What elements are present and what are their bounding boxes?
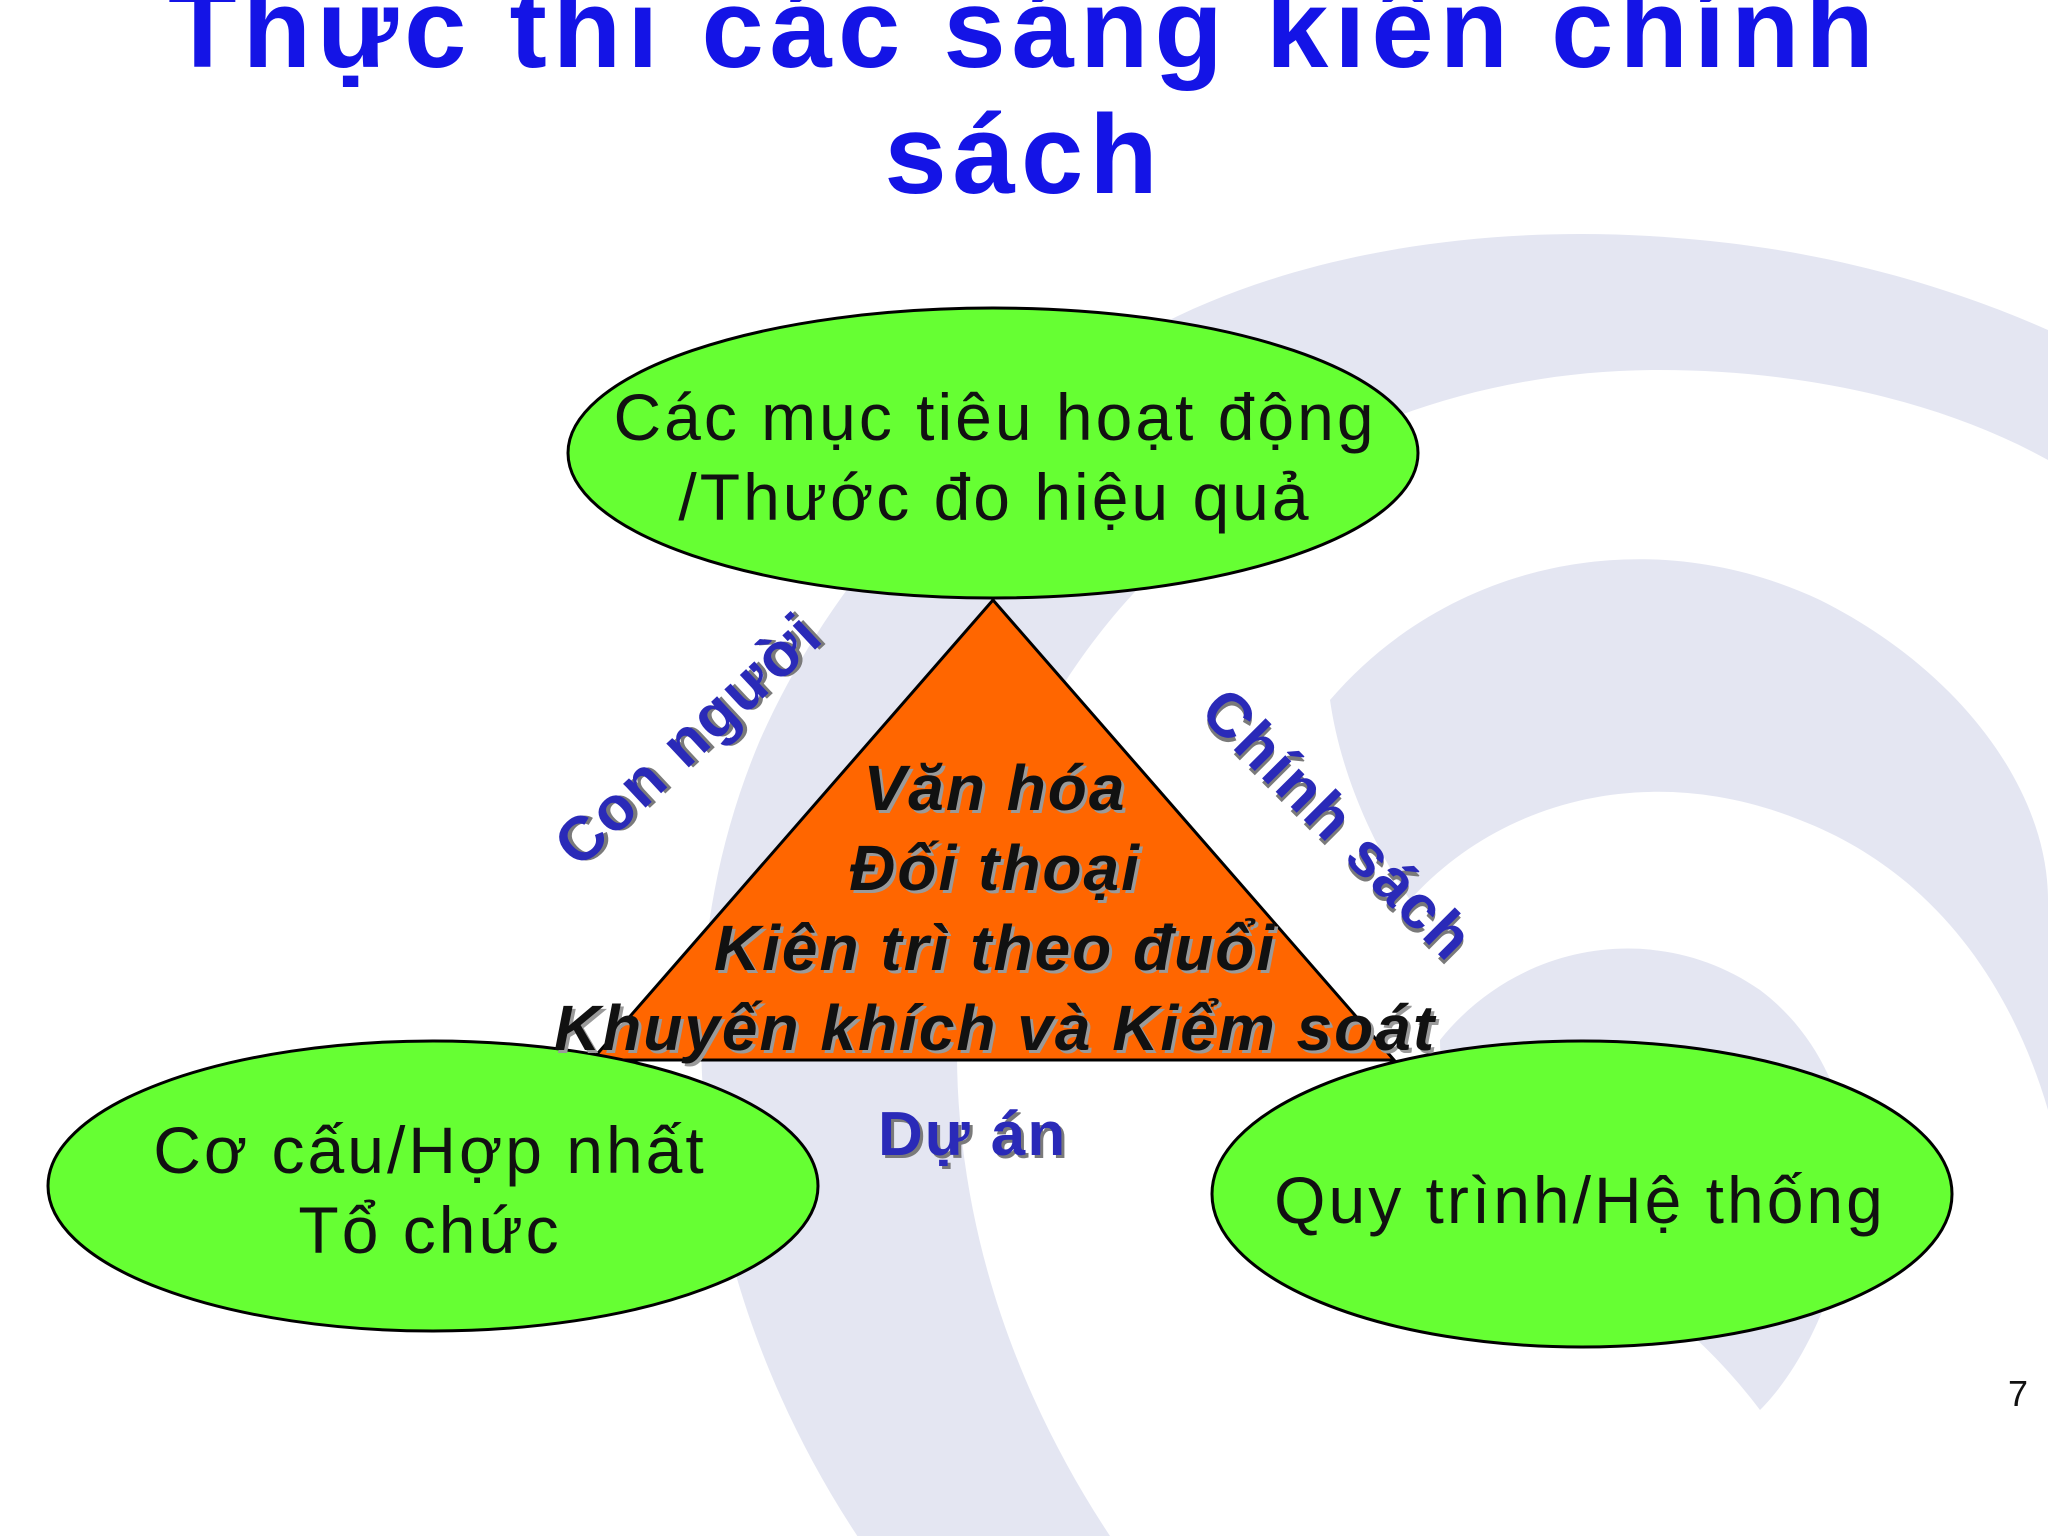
slide-title-line-1: Thực thi các sáng kiến chính (168, 0, 1880, 91)
node-right-line-1: Quy trình/Hệ thống (1274, 1163, 1886, 1237)
slide-title: Thực thi các sáng kiến chính sách (0, 0, 2048, 218)
core-line-3: Kiên trì theo đuổi (713, 912, 1277, 984)
node-top-line-2: /Thước đo hiệu quả (678, 460, 1312, 534)
node-top-shape (566, 306, 1420, 600)
core-line-4: Khuyến khích và Kiểm soát (553, 992, 1437, 1064)
node-left-line-1: Cơ cấu/Hợp nhất (153, 1113, 707, 1187)
node-left-line-2: Tổ chức (298, 1193, 562, 1267)
node-top-line-1: Các mục tiêu hoạt động (613, 380, 1377, 454)
core-line-2: Đối thoại (849, 832, 1141, 904)
node-bottom-right-shape (1210, 1039, 1954, 1349)
node-process: Quy trình/Hệ thống (1205, 1160, 1955, 1240)
node-bottom-left-shape (46, 1039, 820, 1333)
edge-label-project: Dự án (878, 1100, 1068, 1169)
node-structure: Cơ cấu/Hợp nhất Tổ chức (60, 1110, 800, 1270)
core-line-1: Văn hóa (863, 752, 1127, 824)
core-values: Văn hóa Đối thoại Kiên trì theo đuổi Khu… (470, 748, 1520, 1068)
slide-title-line-2: sách (884, 92, 1164, 217)
page-number: 7 (2007, 1373, 2028, 1414)
node-operational-goals: Các mục tiêu hoạt động /Thước đo hiệu qu… (540, 377, 1450, 537)
core-triangle (588, 597, 1398, 1062)
